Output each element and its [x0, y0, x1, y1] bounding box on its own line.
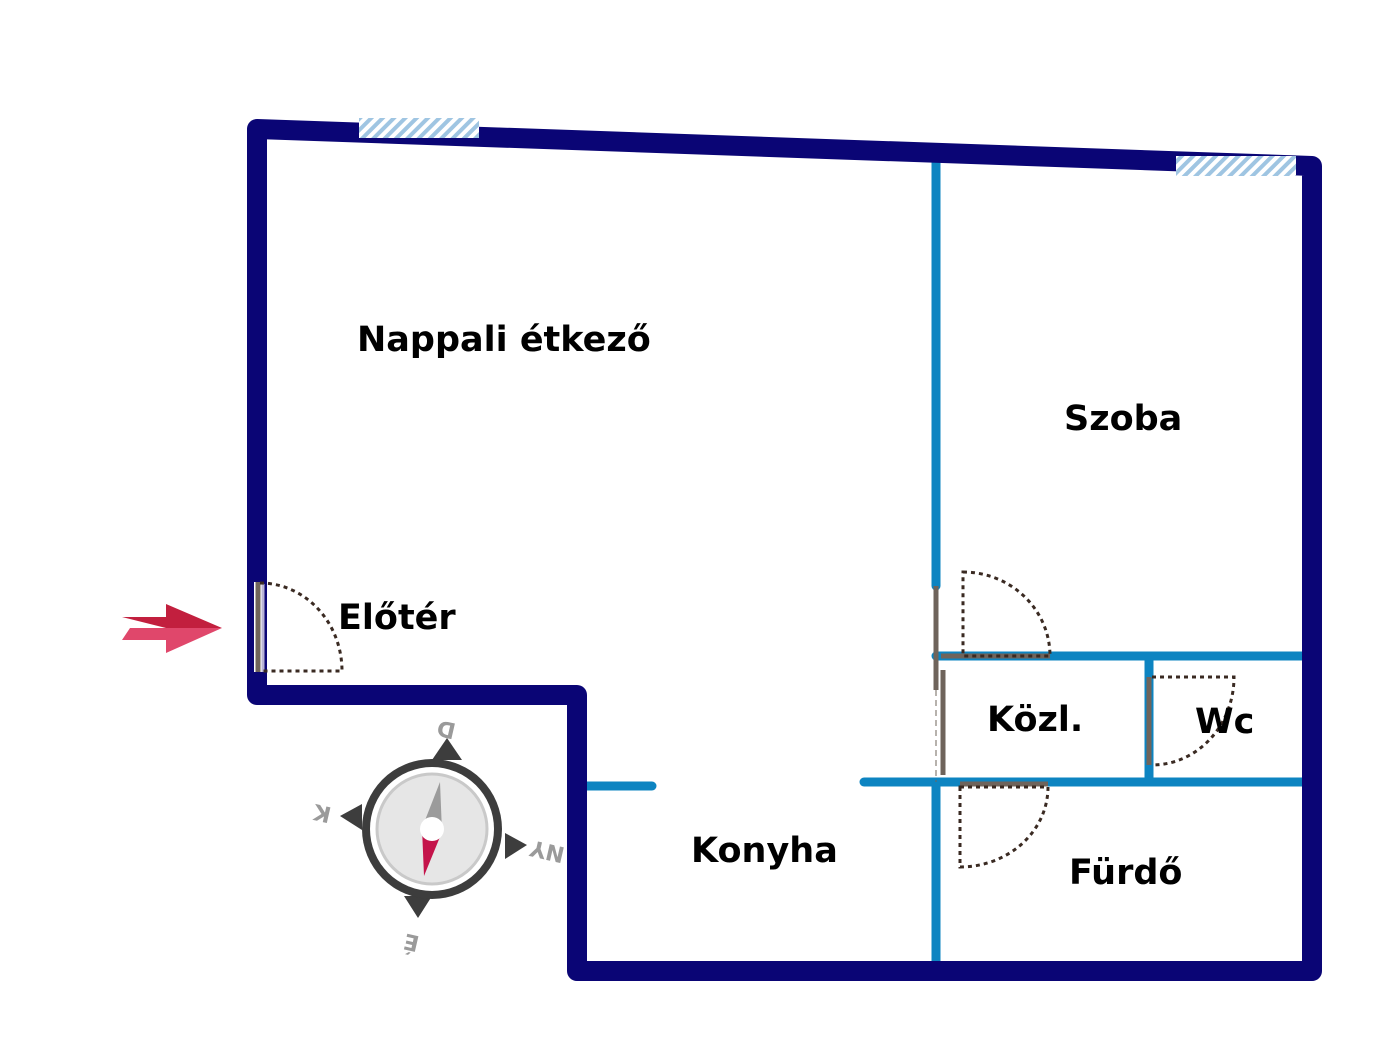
room-label-bathroom: Fürdő: [1069, 853, 1182, 893]
toilet-door: [1146, 675, 1236, 767]
room-labels: Nappali étkező Szoba Előtér Közl. Wc Kon…: [338, 320, 1254, 893]
compass-icon: D É K NY: [310, 714, 567, 956]
window-bedroom: [1176, 156, 1296, 176]
windows: [359, 118, 1296, 176]
bathroom-door: [958, 781, 1050, 869]
room-label-bedroom: Szoba: [1064, 399, 1182, 439]
compass-east-letter: K: [310, 798, 333, 826]
room-label-corridor: Közl.: [987, 700, 1083, 740]
entrance-arrow-icon: [122, 604, 222, 653]
compass-west-letter: NY: [527, 834, 567, 866]
bedroom-door: [933, 570, 1052, 690]
outer-walls: [247, 119, 1322, 981]
room-label-hall: Előtér: [338, 598, 456, 638]
room-label-kitchen: Konyha: [691, 831, 838, 871]
corridor-opening: [935, 670, 946, 782]
compass-south-letter: D: [435, 714, 458, 742]
compass-north-letter: É: [401, 927, 421, 956]
room-label-living-dining: Nappali étkező: [357, 320, 651, 360]
room-label-toilet: Wc: [1195, 702, 1254, 742]
entrance-door: [254, 581, 344, 673]
window-living-room: [359, 118, 479, 138]
